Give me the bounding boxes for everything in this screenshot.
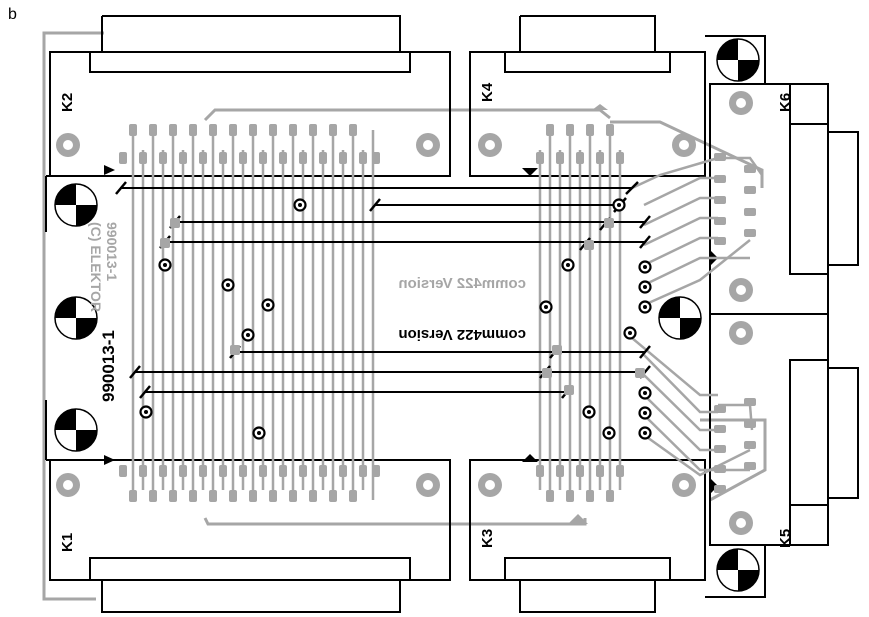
connector-label-k3: K3 — [479, 529, 496, 548]
bracket-lines — [45, 35, 766, 598]
vias — [139, 198, 652, 440]
connector-label-k1: K1 — [59, 533, 76, 552]
version-label-mirrored: comm422 Version — [398, 275, 526, 292]
connector-k5 — [709, 313, 859, 546]
connector-label-k2: K2 — [59, 93, 76, 112]
bus-traces — [131, 130, 622, 500]
fanout-traces — [631, 156, 764, 477]
connector-k4 — [469, 15, 706, 177]
connector-k3 — [469, 454, 706, 613]
panel-label: b — [8, 6, 17, 23]
connector-label-k5: K5 — [777, 529, 794, 548]
connector-k6 — [709, 83, 859, 315]
version-label: comm422 Version — [398, 326, 526, 343]
connector-label-k6: K6 — [777, 93, 794, 112]
pin-pads — [119, 104, 756, 524]
board-number: 990013-1 — [99, 330, 118, 402]
connector-k1 — [49, 455, 451, 613]
connector-label-k4: K4 — [479, 82, 496, 102]
copyright-mirrored: (C) ELEKTOR — [88, 222, 104, 312]
board-number-mirrored: 990013-1 — [104, 222, 120, 281]
jumper-links — [120, 187, 645, 393]
connector-k2 — [49, 15, 451, 177]
